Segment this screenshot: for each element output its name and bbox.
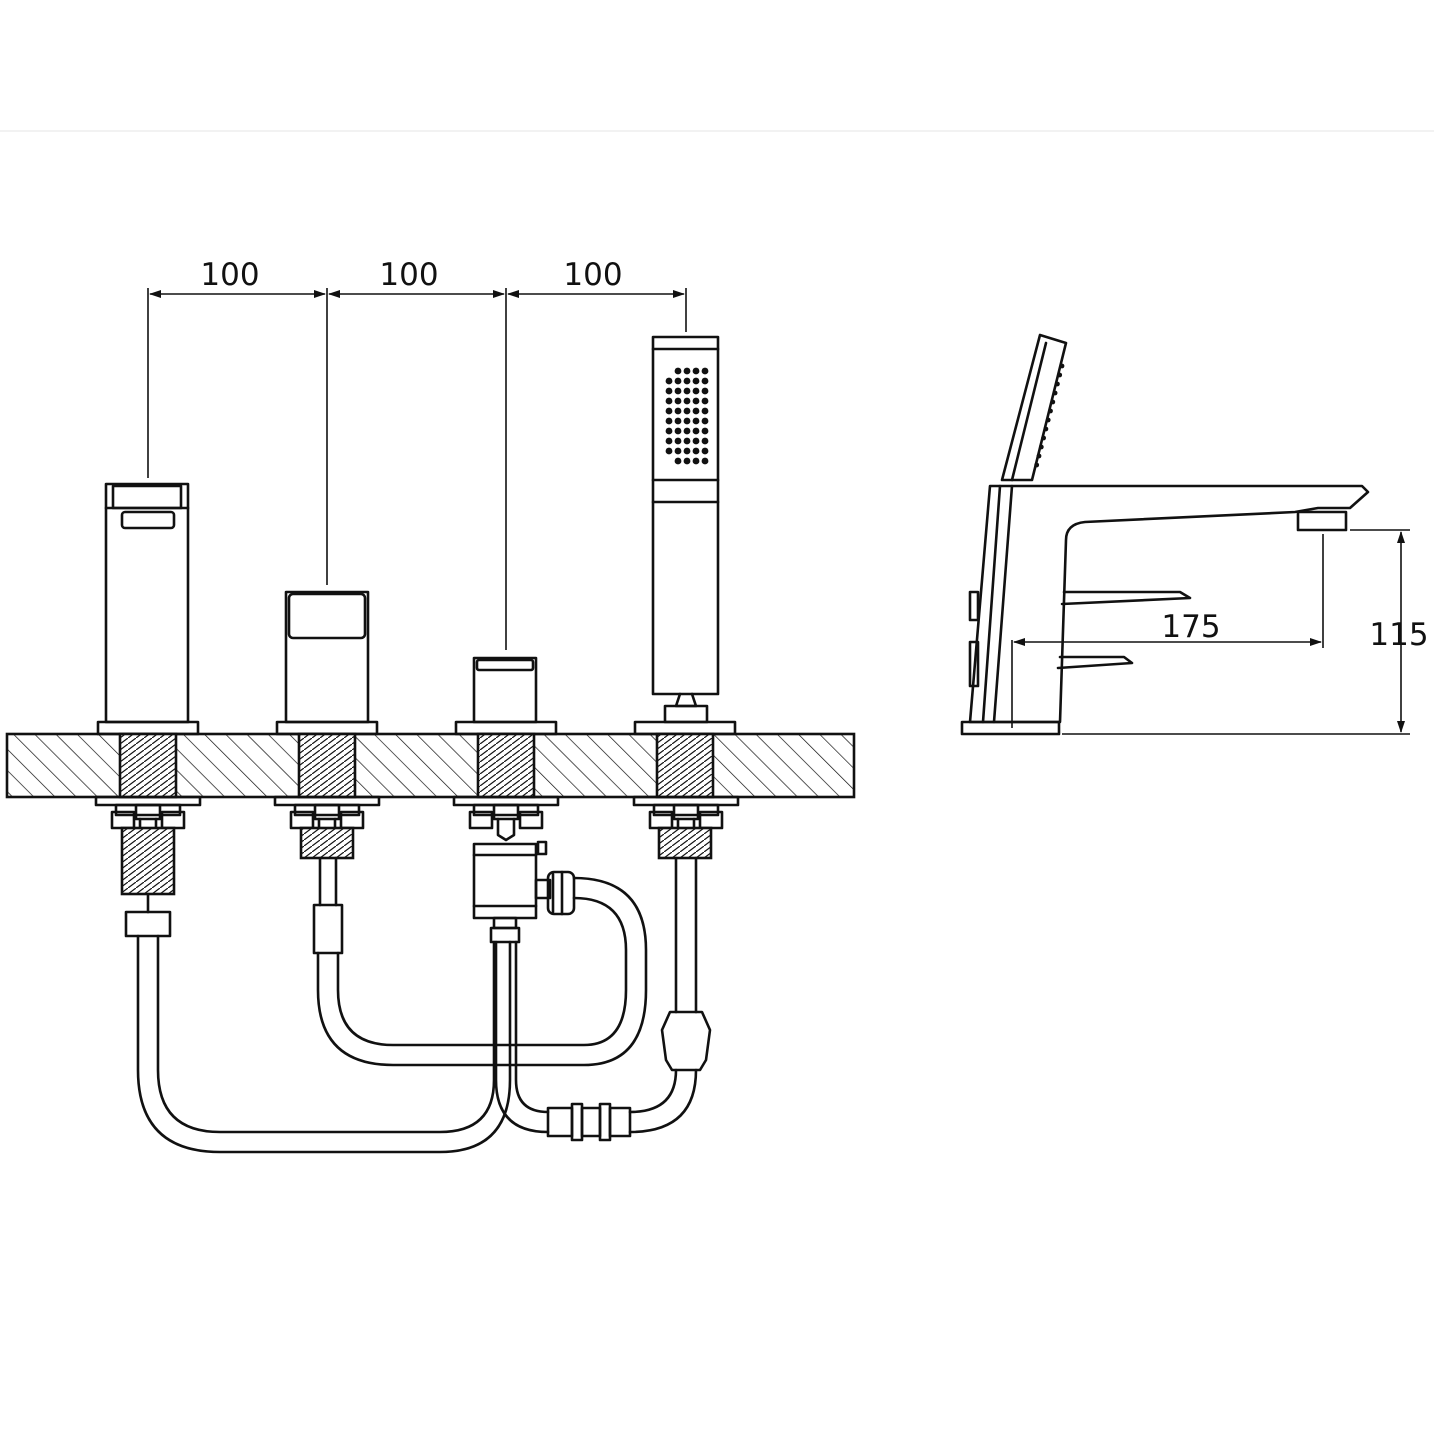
side-view: 175 115 xyxy=(960,333,1429,736)
threaded-tails xyxy=(120,826,713,896)
spacing-dimension: 100 100 100 xyxy=(147,257,687,650)
front-view: 100 100 100 xyxy=(5,257,856,1154)
reach-label: 175 xyxy=(1161,609,1220,645)
diverter-body xyxy=(472,840,576,944)
spout-body xyxy=(96,482,200,736)
shower-nozzle-grid xyxy=(665,367,709,465)
spacing-label-3: 100 xyxy=(563,257,622,293)
spacing-label-2: 100 xyxy=(379,257,438,293)
fixing-nuts xyxy=(94,795,740,842)
spacing-label-1: 100 xyxy=(200,257,259,293)
hand-shower xyxy=(633,335,737,736)
valve-handle-diverter xyxy=(454,656,558,736)
height-label: 115 xyxy=(1369,617,1428,653)
flexible-hoses xyxy=(124,856,712,1154)
valve-handle-left xyxy=(275,590,379,736)
tap-shanks xyxy=(118,732,715,799)
side-nozzles xyxy=(1034,363,1065,468)
